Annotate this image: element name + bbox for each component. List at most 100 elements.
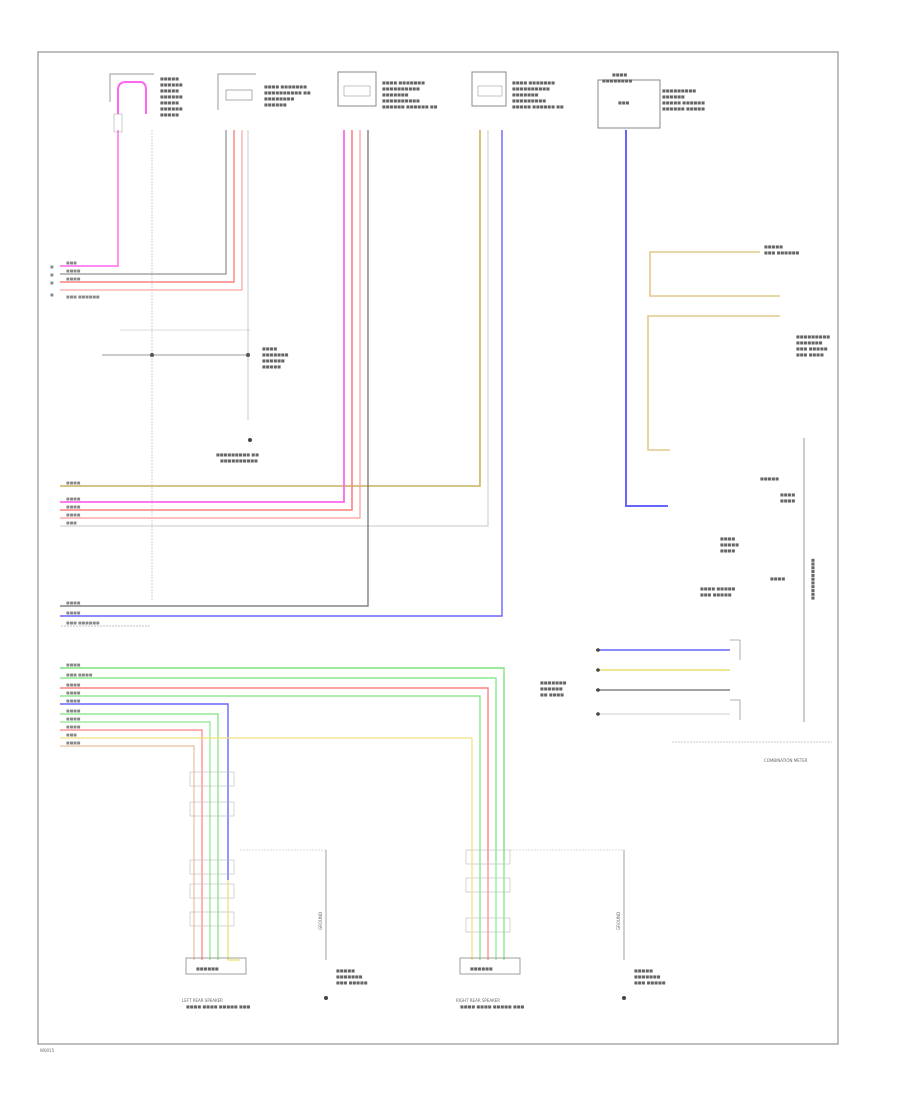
svg-text:■: ■: [50, 264, 54, 269]
right-speaker-label: RIGHT REAR SPEAKER: [456, 998, 500, 1003]
svg-text:■■■ ■■■■■: ■■■ ■■■■■: [634, 980, 666, 985]
svg-text:■■■■: ■■■■: [720, 548, 735, 553]
svg-text:■■■■■: ■■■■■: [160, 76, 179, 81]
svg-text:■■■■■■■■: ■■■■■■■■: [602, 78, 632, 83]
svg-text:■■■ ■■■■■■: ■■■ ■■■■■■: [66, 294, 100, 299]
svg-text:■■■■■■: ■■■■■■: [540, 686, 563, 691]
svg-text:■■■■■ ■■■■■■: ■■■■■ ■■■■■■: [662, 100, 705, 105]
svg-text:■■■■■■: ■■■■■■: [160, 106, 183, 111]
svg-text:■■■ ■■■■■: ■■■ ■■■■■: [700, 592, 732, 597]
svg-text:■■■■■■■■: ■■■■■■■■: [264, 96, 294, 101]
svg-text:■■■: ■■■: [66, 260, 77, 265]
diagram-frame: [37, 51, 839, 1045]
svg-text:■■■■: ■■■■: [66, 724, 81, 729]
svg-text:■■■■■■■: ■■■■■■■: [512, 92, 539, 97]
svg-text:■■■■■■■: ■■■■■■■: [336, 974, 363, 979]
svg-text:■■■■: ■■■■: [66, 740, 81, 745]
top-connector-2: ■■■■ ■■■■■■■ ■■■■■■■■■■ ■■ ■■■■■■■■ ■■■■…: [217, 73, 311, 110]
svg-text:■: ■: [50, 272, 54, 277]
svg-text:■■■■ ■■■■■■■: ■■■■ ■■■■■■■: [512, 80, 555, 85]
svg-text:■■■■ ■■■■■■■: ■■■■ ■■■■■■■: [382, 80, 425, 85]
svg-text:■■ ■■■■: ■■ ■■■■: [540, 692, 564, 697]
svg-text:■■■■■■■■■■: ■■■■■■■■■■: [220, 458, 258, 463]
svg-text:■■■ ■■■■■: ■■■ ■■■■■: [796, 346, 828, 351]
svg-text:■■■■■■■: ■■■■■■■: [382, 92, 409, 97]
svg-text:■: ■: [50, 292, 54, 297]
svg-text:■■■■ ■■■■ ■■■■■ ■■■: ■■■■ ■■■■ ■■■■■ ■■■: [460, 1004, 525, 1009]
svg-text:■■■■■■■: ■■■■■■■: [796, 340, 823, 345]
combination-meter-box: ■■■■■ ■■■■ ■■■■ ■■■■ ■■■■■ ■■■■ ■■■■ ■■■…: [672, 438, 832, 763]
svg-text:■■■■■■■■■: ■■■■■■■■■: [512, 98, 546, 103]
svg-text:■■■■■■■■■■: ■■■■■■■■■■: [512, 86, 550, 91]
svg-text:■■■■■■■■■■: ■■■■■■■■■■: [382, 86, 420, 91]
svg-text:■■■■■■: ■■■■■■: [264, 102, 287, 107]
right-speaker-harness: ■■■■■■ RIGHT REAR SPEAKER ■■■■ ■■■■ ■■■■…: [456, 849, 525, 1009]
svg-text:■■■■ ■■■■■■■: ■■■■ ■■■■■■■: [264, 84, 307, 89]
meter-input-wires: ■■■■■■■ ■■■■■■ ■■ ■■■■: [540, 639, 741, 720]
lower-speaker-bus: ■■■■ ■■■ ■■■■ ■■■■ ■■■■ ■■■■ ■■■■ ■■■■ ■…: [60, 662, 505, 960]
left-speaker-harness: ■■■■■■ LEFT REAR SPEAKER ■■■■ ■■■■ ■■■■■…: [182, 771, 251, 1009]
svg-text:■■■■■: ■■■■■: [760, 476, 779, 481]
footer-code: W0015: [40, 1048, 55, 1053]
mid-wires: ■■■■ ■■■■ ■■■■ ■■■■ ■■■ ■■■■ ■■■■ ■■■ ■■…: [60, 130, 503, 627]
svg-text:■■■■: ■■■■: [66, 682, 81, 687]
svg-text:■■■■ ■■■■ ■■■■■ ■■■: ■■■■ ■■■■ ■■■■■ ■■■: [186, 1004, 251, 1009]
svg-text:■■■■: ■■■■: [66, 276, 81, 281]
combination-meter-label: COMBINATION METER: [764, 758, 808, 763]
svg-text:■■■■■: ■■■■■: [764, 244, 783, 249]
svg-text:■■■■■■■: ■■■■■■■: [634, 974, 661, 979]
svg-text:■■■■■■■■■■: ■■■■■■■■■■: [382, 98, 420, 103]
right-yellow-wires: ■■■■■ ■■■ ■■■■■■ ■■■■■■■■■ ■■■■■■■ ■■■ ■…: [647, 244, 830, 451]
svg-text:■■■■■: ■■■■■: [634, 968, 653, 973]
svg-text:■■■■■■■: ■■■■■■■: [540, 680, 567, 685]
top-connector-3: ■■■■ ■■■■■■■ ■■■■■■■■■■ ■■■■■■■ ■■■■■■■■…: [337, 71, 438, 109]
svg-text:■■■: ■■■: [66, 520, 77, 525]
svg-text:■■■■■■: ■■■■■■: [160, 82, 183, 87]
top-connector-1: ■■■■■ ■■■■■■ ■■■■■ ■■■■■■ ■■■■■ ■■■■■■ ■…: [109, 73, 183, 133]
svg-text:■■■■: ■■■■: [66, 512, 81, 517]
svg-text:■■■■: ■■■■: [66, 662, 81, 667]
svg-text:■■■ ■■■■■: ■■■ ■■■■■: [336, 980, 368, 985]
svg-text:■■■■: ■■■■: [770, 576, 785, 581]
svg-text:■■■■■■ ■■■■■■ ■■: ■■■■■■ ■■■■■■ ■■: [382, 104, 438, 109]
svg-text:■■■■■■■■■: ■■■■■■■■■: [796, 334, 830, 339]
top-connector-4: ■■■■ ■■■■■■■ ■■■■■■■■■■ ■■■■■■■ ■■■■■■■■…: [471, 71, 564, 109]
svg-text:■■■■: ■■■■: [66, 716, 81, 721]
svg-text:■■■■■■■■■ ■■: ■■■■■■■■■ ■■: [216, 452, 259, 457]
svg-text:■■■■■■ ■■■■■: ■■■■■■ ■■■■■: [662, 106, 705, 111]
svg-text:■■■■: ■■■■: [780, 498, 795, 503]
svg-text:■■■■: ■■■■: [66, 504, 81, 509]
svg-text:■■■■: ■■■■: [66, 268, 81, 273]
svg-text:■: ■: [50, 280, 54, 285]
svg-text:■■■■■■: ■■■■■■: [196, 966, 219, 971]
svg-text:■■■■: ■■■■: [262, 346, 277, 351]
svg-text:■■■■: ■■■■: [780, 492, 795, 497]
svg-text:■■■■■■: ■■■■■■: [262, 358, 285, 363]
splice-junction: ■■■■ ■■■■■■■ ■■■■■■ ■■■■■ ■■■■■■■■■ ■■ ■…: [102, 329, 289, 463]
svg-text:■■■■: ■■■■: [66, 708, 81, 713]
svg-text:■■■: ■■■: [618, 100, 630, 105]
svg-text:■■■■■: ■■■■■: [160, 112, 179, 117]
right-ground-label: GROUND: [616, 912, 621, 930]
svg-text:■■■■: ■■■■: [66, 690, 81, 695]
right-ground: GROUND ■■■■■ ■■■■■■■ ■■■ ■■■■■: [510, 849, 666, 1000]
left-ground: GROUND ■■■■■ ■■■■■■■ ■■■ ■■■■■: [240, 849, 368, 1000]
svg-text:■■■■■■: ■■■■■■: [662, 94, 685, 99]
left-speaker-label: LEFT REAR SPEAKER: [182, 998, 223, 1003]
svg-text:■■■■■: ■■■■■: [720, 542, 739, 547]
left-ground-label: GROUND: [318, 912, 323, 930]
svg-text:■■■■: ■■■■: [66, 496, 81, 501]
svg-text:■■■■: ■■■■: [720, 536, 735, 541]
svg-text:■■■■■■: ■■■■■■: [160, 94, 183, 99]
svg-text:■■■■■■■■■■ ■■: ■■■■■■■■■■ ■■: [264, 90, 311, 95]
svg-text:■■■■■: ■■■■■: [262, 364, 281, 369]
svg-text:■■■■■■■: ■■■■■■■: [262, 352, 289, 357]
svg-text:■■■■ ■■■■■: ■■■■ ■■■■■: [700, 586, 736, 591]
svg-text:■■■■: ■■■■: [66, 698, 81, 703]
svg-text:■■■■: ■■■■: [66, 610, 81, 615]
svg-text:■■■■■: ■■■■■: [160, 88, 179, 93]
svg-text:■■■■■: ■■■■■: [160, 100, 179, 105]
svg-text:■■■: ■■■: [66, 732, 77, 737]
svg-text:■■■■■■■■■■■: ■■■■■■■■■■■: [810, 558, 815, 600]
